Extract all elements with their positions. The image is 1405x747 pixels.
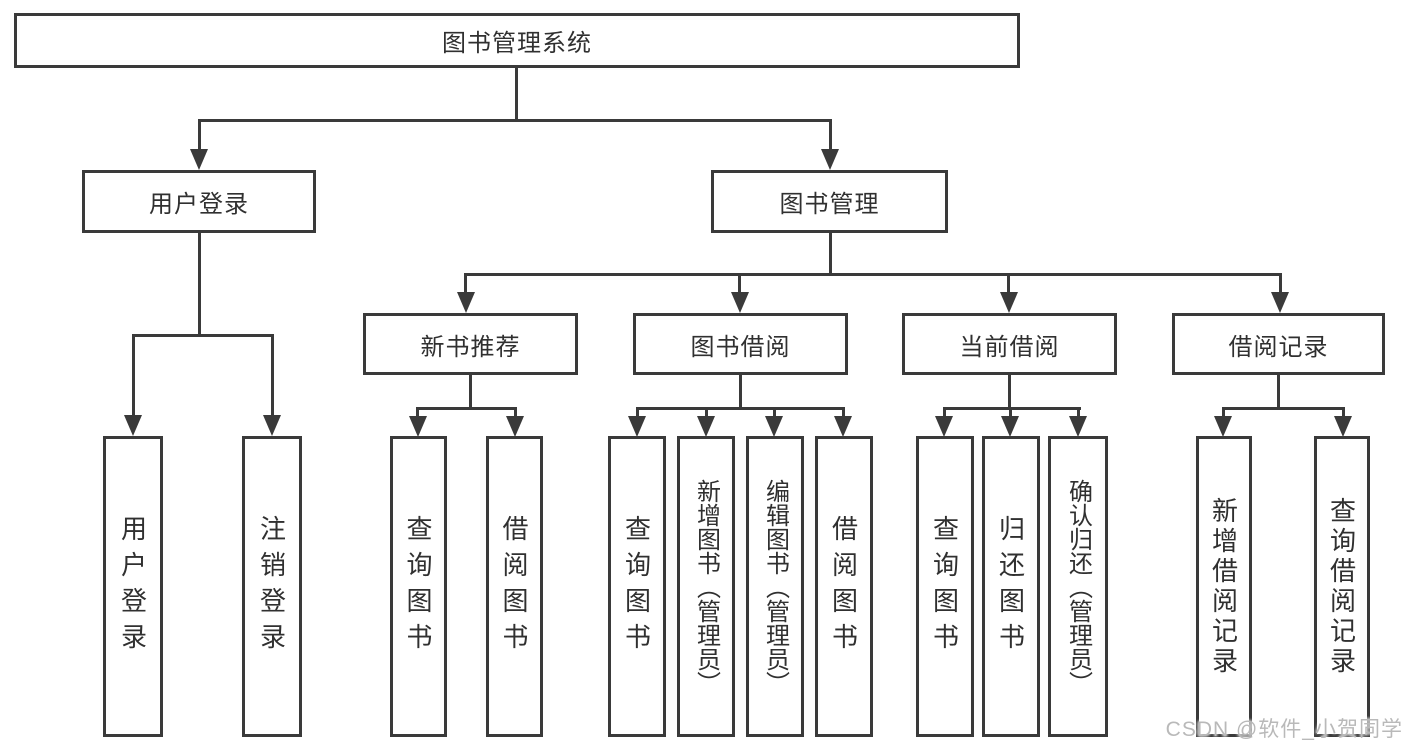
leaf-bb-query-books: 查询图书 xyxy=(608,436,666,737)
leaf-user-login: 用户登录 xyxy=(103,436,163,737)
arrowhead-down-icon xyxy=(821,149,839,170)
connector-line xyxy=(1009,407,1012,419)
connector-line xyxy=(1222,407,1225,419)
connector-line xyxy=(738,273,741,295)
connector-line xyxy=(132,334,135,416)
connector-line xyxy=(198,231,201,337)
connector-line xyxy=(464,273,1282,276)
arrowhead-down-icon xyxy=(263,415,281,436)
connector-line xyxy=(943,407,946,419)
connector-line xyxy=(636,407,845,410)
arrowhead-down-icon xyxy=(765,416,783,437)
arrowhead-down-icon xyxy=(628,416,646,437)
node-borrow-records: 借阅记录 xyxy=(1172,313,1385,375)
arrowhead-down-icon xyxy=(834,416,852,437)
arrowhead-down-icon xyxy=(409,416,427,437)
connector-line xyxy=(829,119,832,151)
connector-line xyxy=(515,66,518,122)
connector-line xyxy=(416,407,419,419)
connector-line xyxy=(198,119,832,122)
arrowhead-down-icon xyxy=(124,415,142,436)
connector-line xyxy=(1277,373,1280,410)
arrowhead-down-icon xyxy=(190,149,208,170)
arrowhead-down-icon xyxy=(1000,292,1018,313)
node-book-management: 图书管理 xyxy=(711,170,948,233)
node-new-book-recommend: 新书推荐 xyxy=(363,313,578,375)
arrowhead-down-icon xyxy=(457,292,475,313)
connector-line xyxy=(1008,373,1011,410)
arrowhead-down-icon xyxy=(1069,416,1087,437)
connector-line xyxy=(271,334,274,416)
connector-line xyxy=(842,407,845,419)
connector-line xyxy=(773,407,776,419)
leaf-cb-return-books: 归还图书 xyxy=(982,436,1040,737)
leaf-nbr-borrow-books: 借阅图书 xyxy=(486,436,543,737)
leaf-br-query-record: 查询借阅记录 xyxy=(1314,436,1370,737)
connector-line xyxy=(1007,273,1010,295)
arrowhead-down-icon xyxy=(935,416,953,437)
connector-line xyxy=(514,407,517,419)
arrowhead-down-icon xyxy=(506,416,524,437)
connector-line xyxy=(829,231,832,276)
leaf-bb-borrow-books: 借阅图书 xyxy=(815,436,873,737)
connector-line xyxy=(1342,407,1345,419)
connector-line xyxy=(636,407,639,419)
leaf-bb-add-books: 新增图书（管理员） xyxy=(677,436,735,737)
connector-line xyxy=(198,119,201,151)
node-user-login: 用户登录 xyxy=(82,170,316,233)
connector-line xyxy=(943,407,1081,410)
node-library-system: 图书管理系统 xyxy=(14,13,1020,68)
connector-line xyxy=(705,407,708,419)
leaf-br-add-record: 新增借阅记录 xyxy=(1196,436,1252,737)
arrowhead-down-icon xyxy=(697,416,715,437)
arrowhead-down-icon xyxy=(1214,416,1232,437)
arrowhead-down-icon xyxy=(1334,416,1352,437)
connector-line xyxy=(464,273,467,295)
arrowhead-down-icon xyxy=(1271,292,1289,313)
connector-line xyxy=(739,373,742,410)
arrowhead-down-icon xyxy=(1001,416,1019,437)
connector-line xyxy=(132,334,274,337)
connector-line xyxy=(469,373,472,410)
leaf-nbr-query-books: 查询图书 xyxy=(390,436,447,737)
watermark: CSDN @软件_小贺同学 xyxy=(1165,718,1403,741)
leaf-cb-query-books: 查询图书 xyxy=(916,436,974,737)
leaf-cb-confirm-return: 确认归还（管理员） xyxy=(1048,436,1108,737)
connector-line xyxy=(1222,407,1345,410)
node-current-borrow: 当前借阅 xyxy=(902,313,1117,375)
leaf-logout: 注销登录 xyxy=(242,436,302,737)
connector-line xyxy=(1077,407,1080,419)
connector-line xyxy=(1279,273,1282,295)
arrowhead-down-icon xyxy=(731,292,749,313)
connector-line xyxy=(416,407,517,410)
leaf-bb-edit-books: 编辑图书（管理员） xyxy=(746,436,804,737)
node-book-borrow: 图书借阅 xyxy=(633,313,848,375)
